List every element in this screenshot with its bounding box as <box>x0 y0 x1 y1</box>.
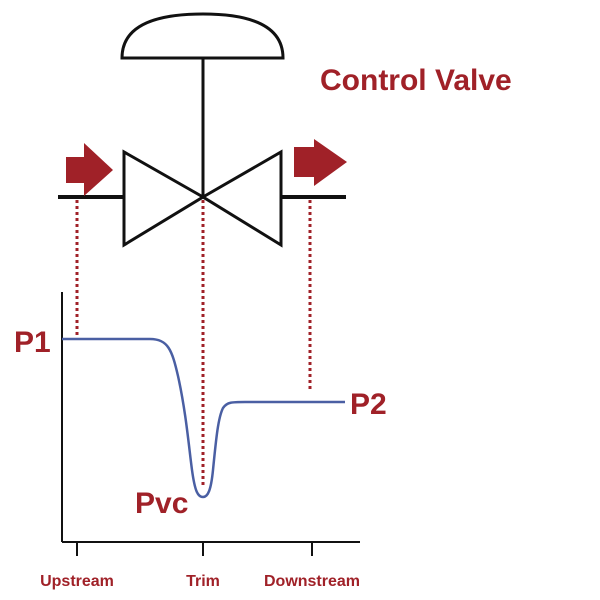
pvc-label: Pvc <box>135 487 188 520</box>
p1-label: P1 <box>14 326 51 359</box>
valve-right-triangle <box>200 149 283 248</box>
actuator-dome-icon <box>120 12 285 60</box>
trim-label: Trim <box>186 573 220 590</box>
downstream-label: Downstream <box>264 573 360 590</box>
pressure-curve <box>62 337 345 499</box>
diagram-title: Control Valve <box>320 64 512 97</box>
inlet-flow-arrow-icon <box>66 143 113 196</box>
upstream-label: Upstream <box>40 573 114 590</box>
outlet-flow-arrow-icon <box>294 139 347 186</box>
p2-label: P2 <box>350 388 387 421</box>
valve-left-triangle <box>122 149 206 248</box>
